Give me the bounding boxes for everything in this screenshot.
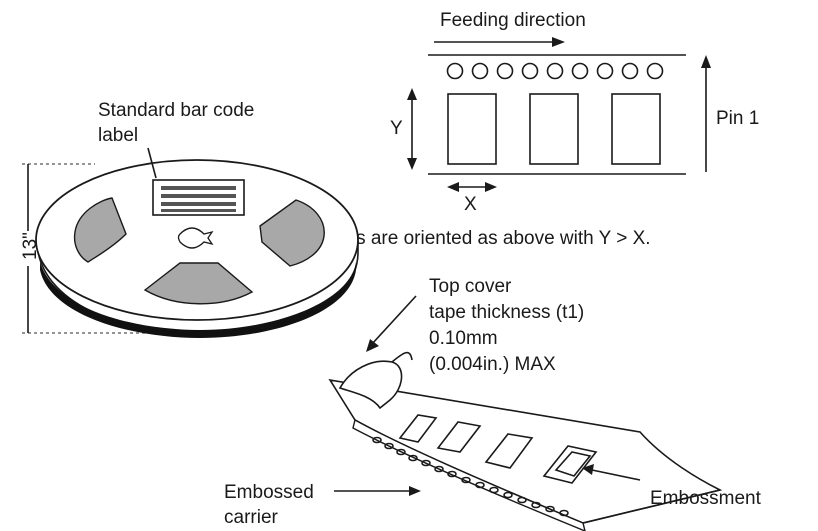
cover-label-line4: (0.004in.) MAX [429,354,556,375]
cover-leader-arrow [366,339,379,352]
reel-cutout-right [259,199,325,267]
sprocket-holes-carrier [372,436,569,517]
sprocket-holes-top [446,62,664,80]
feeding-direction-label: Feeding direction [440,10,586,31]
x-arrow-right [485,182,497,192]
embossed-label-line2: carrier [224,507,279,528]
embossed-label-line1: Embossed [224,482,314,503]
barcode-lines [161,186,236,212]
cover-label-line2: tape thickness (t1) [429,302,584,323]
barcode-label-line1: Standard bar code [98,100,254,121]
y-arrow-down [407,158,417,170]
barcode-label-line2: label [98,125,138,146]
orientation-note: Devices are oriented as above with Y > X… [298,228,651,249]
embossment-label: Embossment [650,488,762,509]
barcode-leader [147,147,157,179]
x-arrow-left [447,182,459,192]
cover-tape-peel [338,360,403,410]
feeding-arrow-head [552,37,565,47]
pin1-arrow-head [701,55,711,68]
device-pocket-1 [447,93,497,165]
embossment-leader-line [591,469,641,481]
reel: 13" Standard bar code label [20,100,620,350]
reel-cutout-bottom [143,262,254,305]
embossed-leader-arrow [409,486,421,496]
device-pocket-2 [529,93,579,165]
carrier-tape: Top cover tape thickness (t1) 0.10mm (0.… [224,276,762,531]
cover-label-line3: 0.10mm [429,328,498,349]
device-pocket-3 [611,93,661,165]
reel-cutout-left [73,197,127,263]
cover-leader-line [371,295,417,345]
hub-logo-icon [177,227,214,249]
tape-schematic: Feeding direction Y X [298,10,759,249]
carrier-pockets [398,414,598,484]
y-label: Y [390,118,403,139]
cover-label-line1: Top cover [429,276,512,297]
cover-tape-curl [391,351,413,363]
carrier-tape-end [582,489,721,524]
y-arrow-up [407,88,417,100]
embossment-leader-arrow [582,464,594,475]
x-label: X [464,194,477,215]
pin1-label: Pin 1 [716,108,759,129]
